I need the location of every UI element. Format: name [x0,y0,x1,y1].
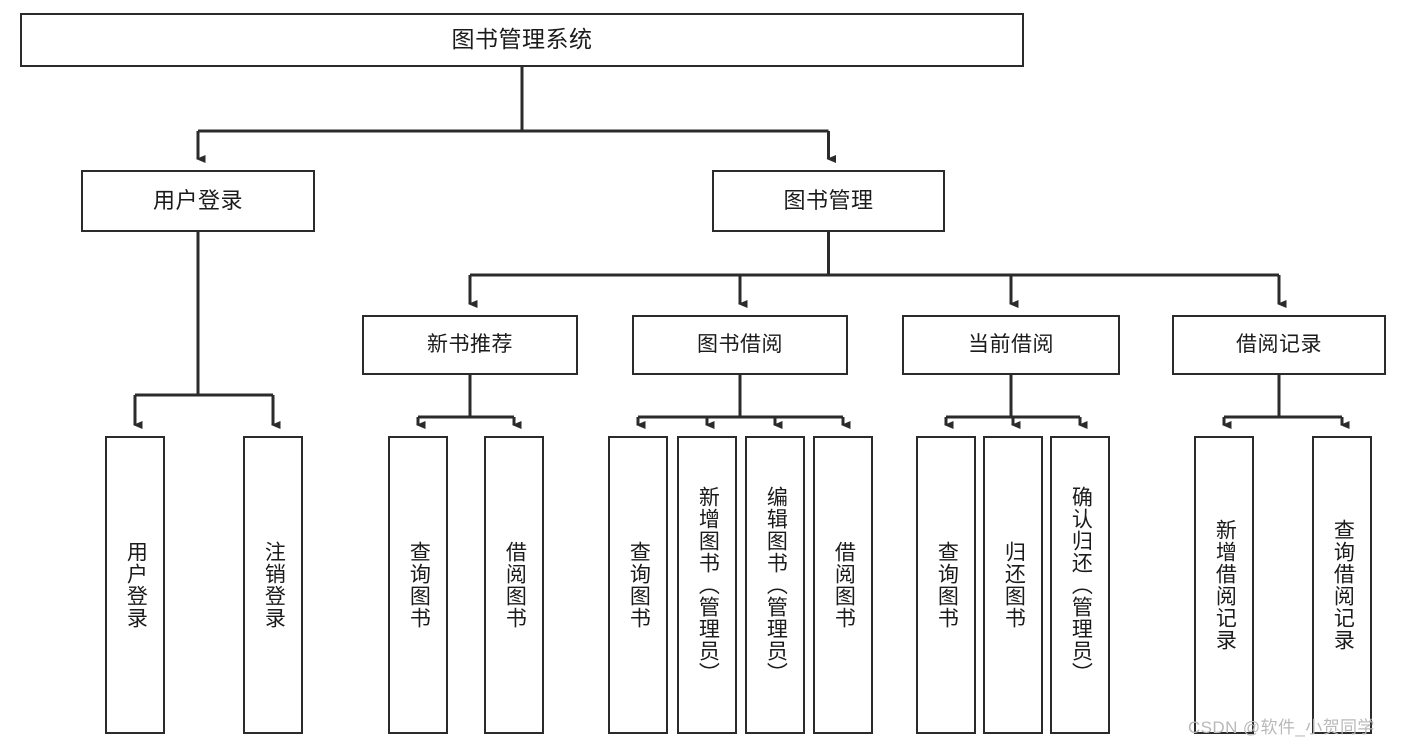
node-label: 编辑图书（管理员） [764,486,788,684]
node-leaf-query-book-2[interactable]: 查询图书 [608,436,668,734]
node-leaf-query-record[interactable]: 查询借阅记录 [1312,436,1372,734]
node-leaf-query-book-1[interactable]: 查询图书 [388,436,448,734]
node-label: 用户登录 [152,187,243,213]
node-label: 借阅图书 [832,541,856,629]
node-label: 图书管理 [783,187,874,213]
node-leaf-confirm-return[interactable]: 确认归还（管理员） [1050,436,1110,734]
node-label: 注销登录 [262,541,286,629]
node-current-borrow[interactable]: 当前借阅 [902,315,1120,375]
node-label: 查询图书 [627,541,651,629]
node-label: 图书管理系统 [451,26,593,53]
node-borrow-record[interactable]: 借阅记录 [1172,315,1386,375]
node-label: 查询图书 [407,541,431,629]
node-root[interactable]: 图书管理系统 [20,13,1024,67]
node-leaf-query-book-3[interactable]: 查询图书 [916,436,976,734]
node-label: 查询图书 [935,541,959,629]
node-label: 归还图书 [1002,541,1026,629]
node-book-manage[interactable]: 图书管理 [712,170,945,232]
node-label: 查询借阅记录 [1331,519,1355,651]
node-leaf-return-book[interactable]: 归还图书 [983,436,1043,734]
node-leaf-borrow-book-2[interactable]: 借阅图书 [813,436,873,734]
node-leaf-user-login[interactable]: 用户登录 [105,436,165,734]
node-leaf-add-record[interactable]: 新增借阅记录 [1194,436,1254,734]
node-label: 图书借阅 [697,333,783,357]
node-label: 借阅记录 [1236,333,1322,357]
node-new-book-recommend[interactable]: 新书推荐 [362,315,578,375]
node-label: 新增借阅记录 [1213,519,1237,651]
node-label: 当前借阅 [968,333,1054,357]
node-leaf-borrow-book-1[interactable]: 借阅图书 [484,436,544,734]
node-label: 确认归还（管理员） [1069,486,1093,684]
node-leaf-edit-book[interactable]: 编辑图书（管理员） [745,436,805,734]
node-book-borrow[interactable]: 图书借阅 [632,315,848,375]
node-label: 新增图书（管理员） [696,486,720,684]
node-label: 新书推荐 [427,333,513,357]
node-leaf-add-book[interactable]: 新增图书（管理员） [677,436,737,734]
node-label: 借阅图书 [503,541,527,629]
node-leaf-user-logout[interactable]: 注销登录 [243,436,303,734]
node-user-login[interactable]: 用户登录 [81,170,315,232]
node-label: 用户登录 [124,541,148,629]
